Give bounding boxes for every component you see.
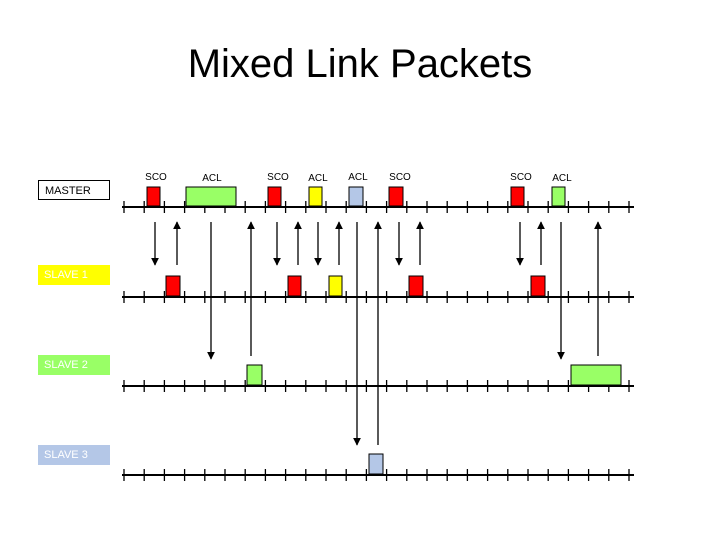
lane-label-slave-2: SLAVE 2	[38, 355, 110, 375]
slave1-sco-packet	[530, 275, 546, 297]
master-acl-packet	[308, 186, 323, 207]
lane-label-master: MASTER	[38, 180, 110, 200]
master-sco-packet	[146, 186, 161, 207]
page-title: Mixed Link Packets	[187, 42, 533, 86]
packet-label: SCO	[389, 172, 411, 183]
master-acl-packet	[551, 186, 566, 207]
master-sco-packet	[388, 186, 404, 207]
slave2-acl-packet	[246, 364, 263, 386]
lane-label-slave-3: SLAVE 3	[38, 445, 110, 465]
slave1-sco-packet	[287, 275, 302, 297]
packet-label: SCO	[267, 172, 289, 183]
slave1-acl-packet	[328, 275, 343, 297]
packet-label: ACL	[348, 172, 368, 183]
master-sco-packet	[267, 186, 282, 207]
master-acl-packet	[348, 186, 364, 207]
packet-label: SCO	[145, 172, 167, 183]
slave1-sco-packet	[165, 275, 181, 297]
packet-label: SCO	[510, 172, 532, 183]
master-acl-packet	[185, 186, 237, 207]
packet-label: ACL	[552, 173, 572, 184]
packet-label: ACL	[308, 173, 328, 184]
master-sco-packet	[510, 186, 525, 207]
slave3-acl-packet	[368, 453, 384, 475]
slave2-acl-packet	[570, 364, 622, 386]
lane-label-slave-1: SLAVE 1	[38, 265, 110, 285]
slave1-sco-packet	[408, 275, 424, 297]
packet-label: ACL	[202, 173, 222, 184]
